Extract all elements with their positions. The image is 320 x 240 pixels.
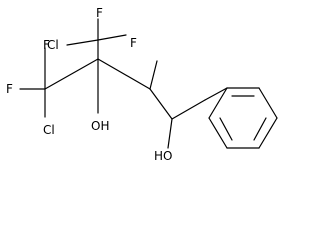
- bond-c3-methyl: [149, 60, 158, 90]
- bond-ring-7: [208, 87, 228, 119]
- atom-f-top-left: F: [43, 38, 50, 52]
- bond-c4-c5: [171, 99, 206, 120]
- atom-f-top-right: F: [96, 6, 103, 20]
- atom-f-left: F: [6, 82, 13, 96]
- atom-oh-center: OH: [91, 119, 109, 133]
- bond-c2-c3: [97, 58, 151, 90]
- bond-cf2-cl-upper: [66, 39, 99, 46]
- atom-f-right: F: [130, 36, 137, 50]
- atom-ho-bottom: HO: [154, 149, 172, 163]
- bond-cf2-f-top-right: [97, 34, 127, 41]
- bond-c4-ho: [167, 118, 173, 149]
- atom-cl-upper: Cl: [47, 38, 59, 52]
- bond-c3-c4: [149, 88, 173, 120]
- bond-ring-1: [204, 87, 228, 101]
- chemical-structure: F F F Cl F Cl OH HO: [6, 6, 278, 163]
- bond-ring-4: [258, 117, 278, 149]
- bond-ring-6: [208, 117, 228, 149]
- bond-c1-c2: [44, 58, 99, 90]
- bond-ring-3: [258, 87, 278, 119]
- bond-ring-inner-3: [219, 117, 233, 141]
- atom-cl-lower: Cl: [43, 123, 55, 137]
- bond-ring-inner-2: [253, 117, 267, 141]
